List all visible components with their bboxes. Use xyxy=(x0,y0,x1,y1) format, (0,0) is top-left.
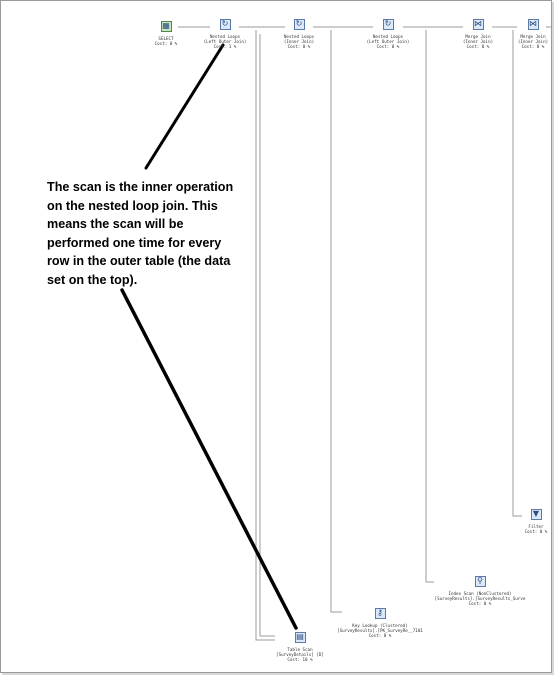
nested-loops-icon: ↻ xyxy=(219,19,231,30)
node-subtitle: [SurveyResults].[PK_SurveyRe__7101 xyxy=(337,628,423,633)
callout-line: means the scan will be xyxy=(47,217,184,232)
connector-nl1-table-scan-b xyxy=(259,34,275,637)
plan-node-merge-join-1[interactable]: ⋈ Merge Join (Inner Join) Cost: 0 % xyxy=(458,15,498,49)
plan-node-table-scan[interactable]: ▤ Table Scan [SurveyDetails] [D] Cost: 1… xyxy=(268,628,332,662)
callout-pointer-bottom xyxy=(120,288,298,630)
node-cost: Cost: 0 % xyxy=(376,44,400,49)
key-lookup-icon: ⚷ xyxy=(374,608,386,619)
plan-node-merge-join-2[interactable]: ⋈ Merge Join (Inner Join) Cost: 0 % xyxy=(514,15,552,49)
node-subtitle: (Inner Join) xyxy=(283,39,315,44)
plan-node-index-scan[interactable]: ⚲ Index Scan (NonClustered) [SurveyResul… xyxy=(430,572,530,606)
connector-nl3-index-scan xyxy=(425,30,434,583)
callout-line: performed one time for every xyxy=(47,235,222,250)
table-scan-icon: ▤ xyxy=(294,632,306,643)
node-cost: Cost: 10 % xyxy=(287,657,313,662)
plan-node-filter[interactable]: ▼ Filter Cost: 0 % xyxy=(521,505,551,534)
nested-loops-icon: ↻ xyxy=(293,19,305,30)
node-cost: Cost: 0 % xyxy=(154,41,178,46)
node-subtitle: (Inner Join) xyxy=(462,39,494,44)
plan-node-nested-loops-3[interactable]: ↻ Nested Loops (Left Outer Join) Cost: 0… xyxy=(366,15,410,49)
connector-nl2-key-lookup xyxy=(330,30,342,613)
node-title: Nested Loops xyxy=(372,34,404,39)
merge-join-icon: ⋈ xyxy=(527,19,539,30)
node-cost: Cost: 0 % xyxy=(524,529,548,534)
node-title: Merge Join xyxy=(465,34,491,39)
node-title: Table Scan xyxy=(287,647,313,652)
node-title: Nested Loops xyxy=(283,34,315,39)
callout-line: row in the outer table (the data xyxy=(47,254,231,269)
node-subtitle: (Left Outer Join) xyxy=(366,39,410,44)
node-subtitle: (Inner Join) xyxy=(517,39,549,44)
node-cost: Cost: 0 % xyxy=(468,601,492,606)
node-title: Filter xyxy=(528,524,544,529)
plan-node-select[interactable]: ▦ SELECT Cost: 0 % xyxy=(146,17,186,46)
plan-node-key-lookup[interactable]: ⚷ Key Lookup (Clustered) [SurveyResults]… xyxy=(332,604,428,638)
callout-line: The scan is the inner operation xyxy=(47,180,234,194)
callout-pointer-top xyxy=(144,43,225,170)
plan-node-nested-loops-1[interactable]: ↻ Nested Loops (Left Outer Join) Cost: 1… xyxy=(203,15,247,49)
select-icon: ▦ xyxy=(160,21,172,32)
node-subtitle: (Left Outer Join) xyxy=(203,39,247,44)
frame-shadow xyxy=(2,673,554,675)
index-scan-icon: ⚲ xyxy=(474,576,486,587)
node-title: Merge Join xyxy=(520,34,546,39)
plan-node-nested-loops-2[interactable]: ↻ Nested Loops (Inner Join) Cost: 0 % xyxy=(277,15,321,49)
annotation-callout: The scan is the inner operation on the n… xyxy=(47,178,262,290)
merge-join-icon: ⋈ xyxy=(472,19,484,30)
node-title: Key Lookup (Clustered) xyxy=(352,623,408,628)
node-cost: Cost: 0 % xyxy=(287,44,311,49)
node-title: Index Scan (NonClustered) xyxy=(448,591,512,596)
node-title: SELECT xyxy=(158,36,174,41)
frame-shadow-right xyxy=(552,2,554,675)
node-cost: Cost: 1 % xyxy=(213,44,237,49)
node-title: Nested Loops xyxy=(209,34,241,39)
nested-loops-icon: ↻ xyxy=(382,19,394,30)
connector-mj1-filter xyxy=(512,30,522,517)
node-subtitle: [SurveyDetails] [D] xyxy=(276,652,324,657)
node-cost: Cost: 0 % xyxy=(466,44,490,49)
connector-nl1-table-scan xyxy=(255,30,275,641)
filter-icon: ▼ xyxy=(530,509,542,520)
node-cost: Cost: 0 % xyxy=(368,633,392,638)
callout-line: on the nested loop join. This xyxy=(47,198,218,213)
node-cost: Cost: 0 % xyxy=(521,44,545,49)
node-subtitle: [SurveyResults].[SurveyResults_Surve xyxy=(434,596,526,601)
callout-line: set on the top). xyxy=(47,272,138,287)
